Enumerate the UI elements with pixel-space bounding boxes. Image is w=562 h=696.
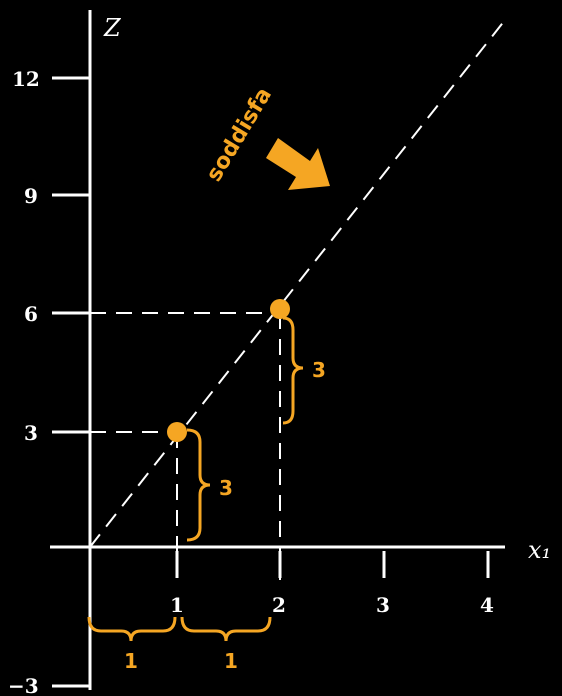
horizontal-brace-right (180, 616, 272, 642)
horizontal-increment-left: 1 (124, 649, 138, 673)
y-tick-label-6: 6 (24, 302, 38, 326)
x-tick-label-1: 1 (170, 593, 184, 617)
vertical-brace-lower (186, 428, 211, 542)
vertical-increment-upper: 3 (312, 358, 326, 382)
annotation-arrow (266, 138, 330, 190)
y-tick-label-3: 3 (24, 421, 38, 445)
horizontal-brace-left (87, 616, 177, 642)
x-tick-label-2: 2 (272, 593, 286, 617)
point-2-6 (270, 299, 290, 319)
x-tick-label-3: 3 (376, 593, 390, 617)
y-tick-label-9: 9 (24, 184, 38, 208)
function-line (89, 19, 506, 548)
y-tick-label-12: 12 (12, 67, 40, 91)
y-tick-label-minus3: −3 (8, 674, 39, 696)
vertical-brace-upper (282, 316, 304, 425)
x-axis-label: x₁ (528, 536, 551, 564)
annotation-text: soddisfa (202, 83, 277, 186)
x-tick-label-4: 4 (480, 593, 494, 617)
point-1-3 (167, 422, 187, 442)
horizontal-increment-right: 1 (224, 649, 238, 673)
y-axis-label: Z (103, 14, 122, 42)
vertical-increment-lower: 3 (219, 476, 233, 500)
